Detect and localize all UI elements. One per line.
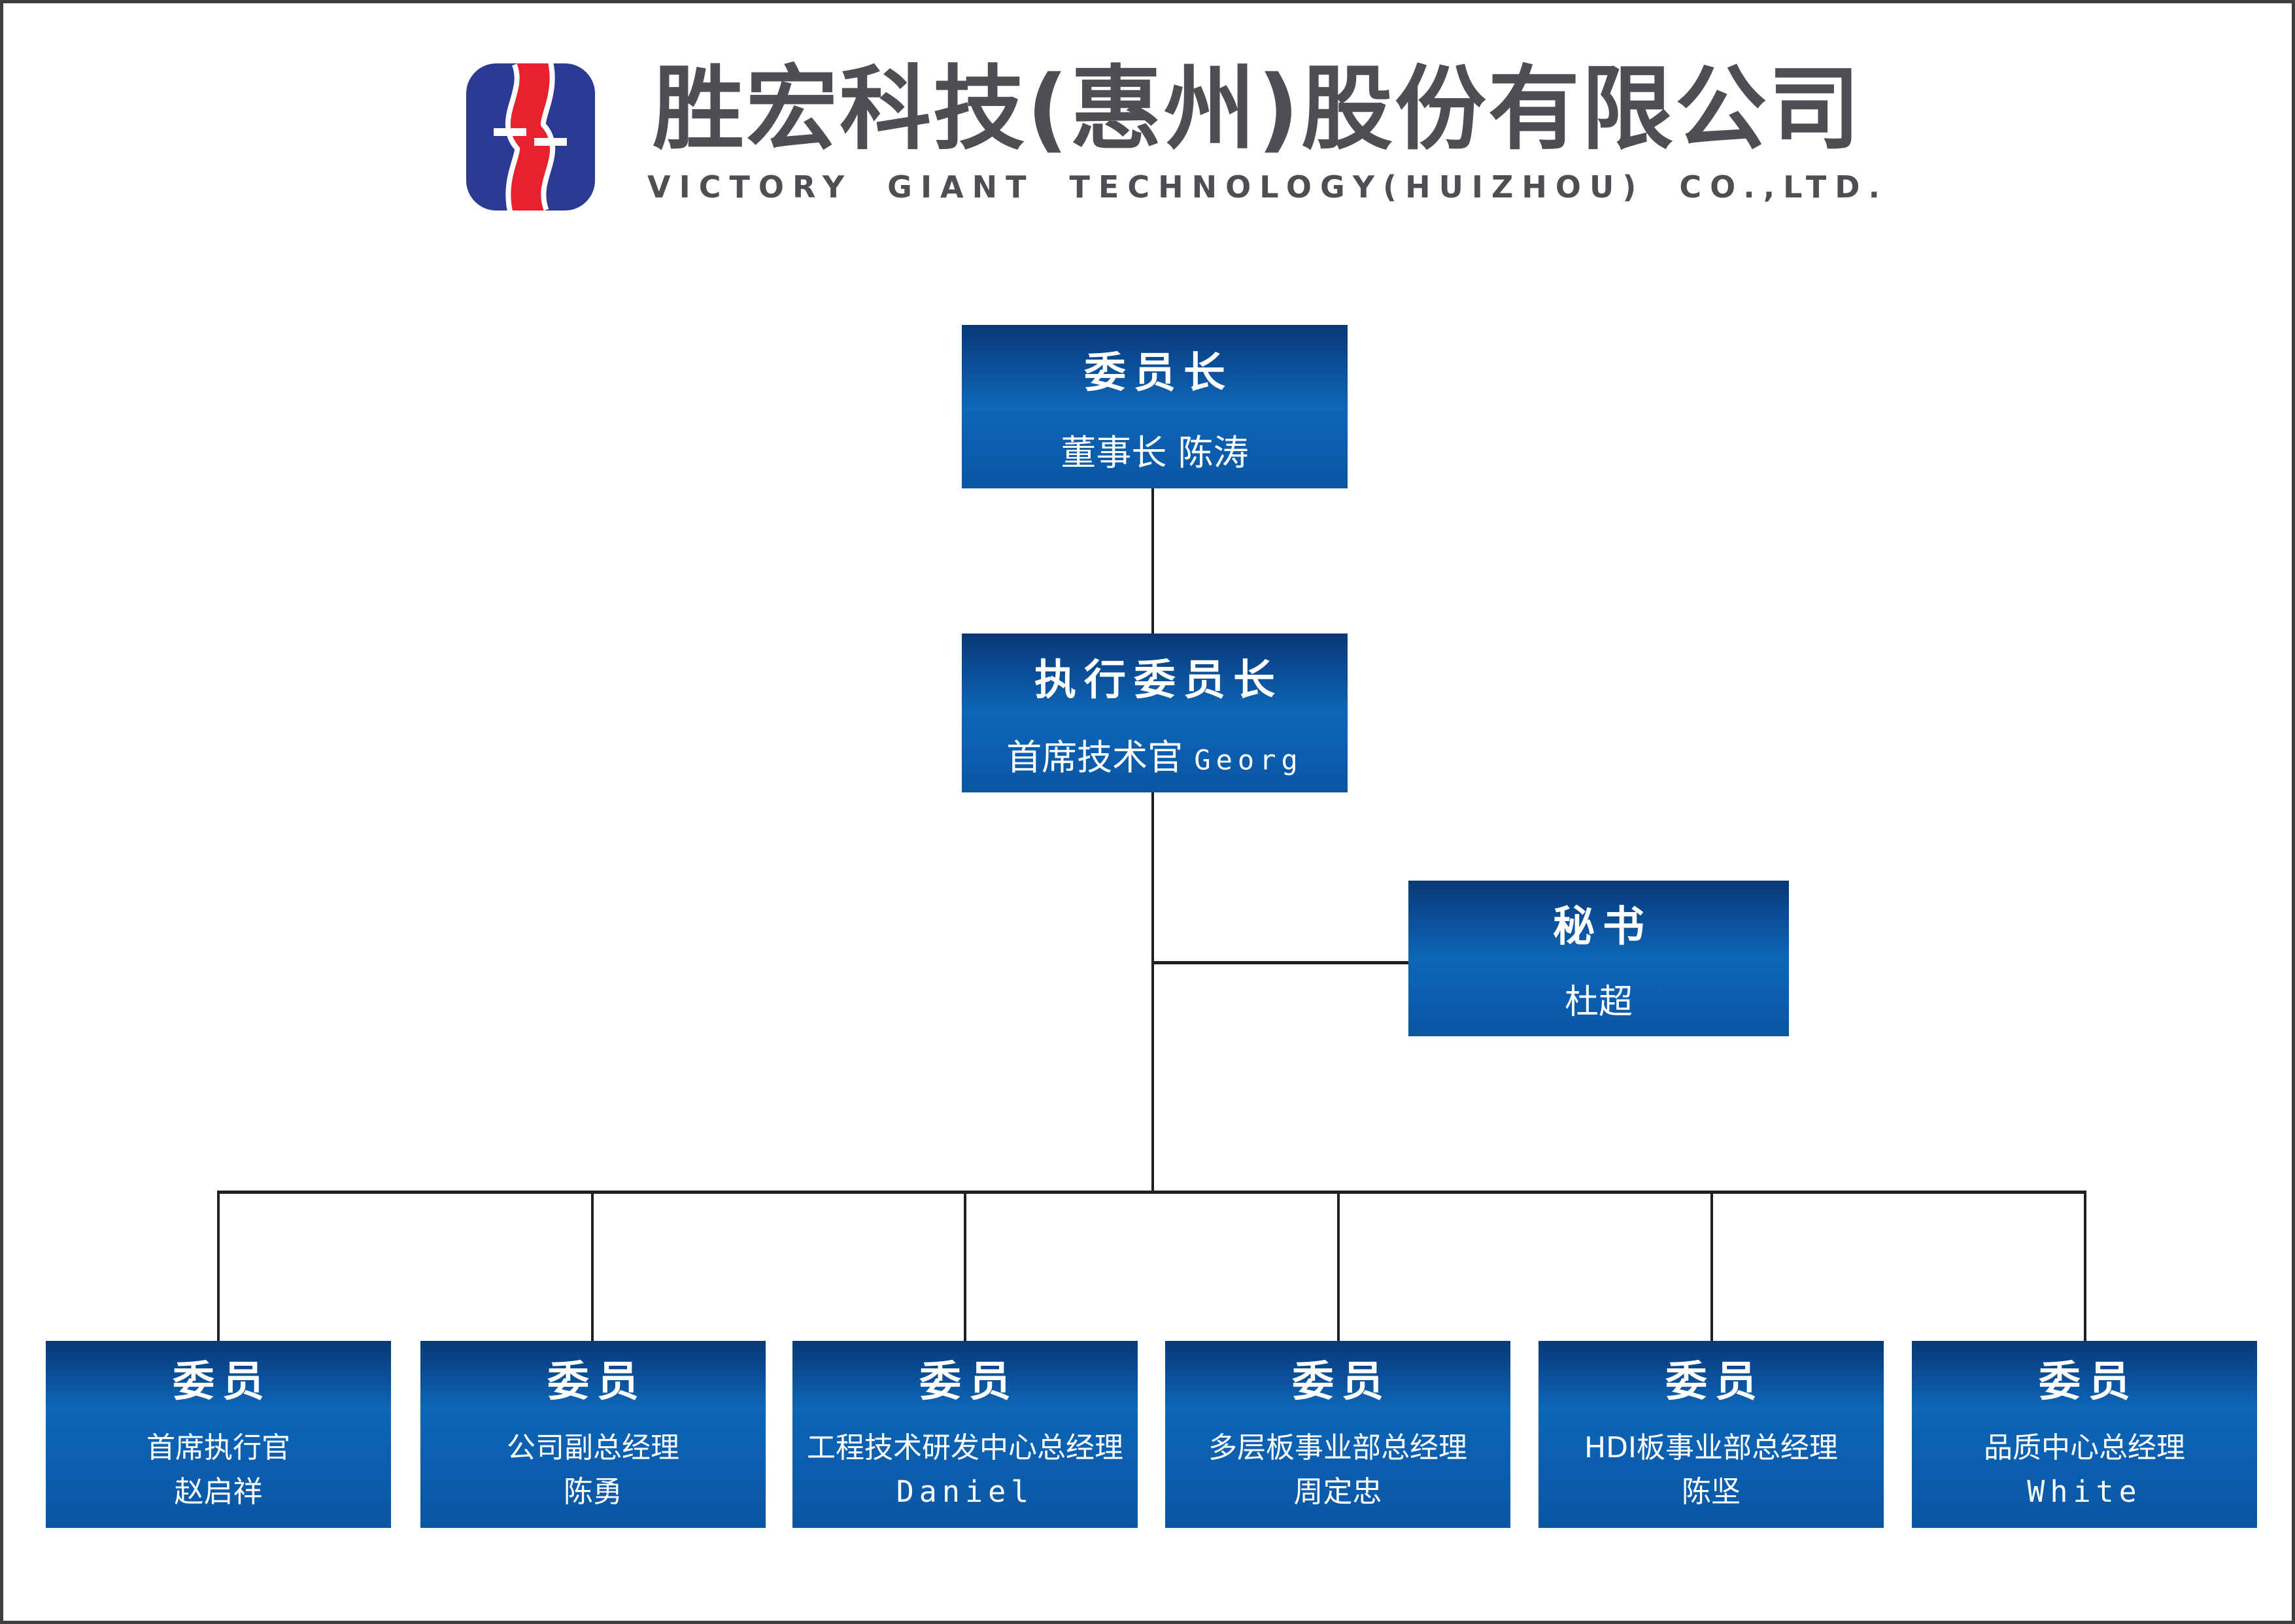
member-title: 委员 [1292, 1358, 1391, 1407]
member-title-area: 委员 [1912, 1341, 2257, 1412]
company-name-zh: 胜宏科技(惠州)股份有限公司 [653, 56, 1862, 163]
connector-drop-2 [591, 1191, 594, 1341]
connector-drop-4 [1337, 1191, 1340, 1341]
exec-title: 执行委员长 [1034, 656, 1283, 705]
org-box-chairman: 委员长 董事长 陈涛 [962, 325, 1348, 488]
connector-secretary-branch [1151, 961, 1408, 964]
company-name-en: VICTORY GIANT TECHNOLOGY(HUIZHOU) CO.,LT… [647, 169, 1888, 205]
company-logo-icon [466, 63, 595, 211]
member-subtitle-area: 公司副总经理 陈勇 [420, 1412, 766, 1528]
org-box-member-ceo: 委员 首席执行官 赵启祥 [46, 1341, 391, 1528]
member-subtitle-area: HDI板事业部总经理 陈坚 [1538, 1412, 1884, 1528]
org-box-executive-chairman: 执行委员长 首席技术官 Georg [962, 634, 1348, 792]
member-title-area: 委员 [46, 1341, 391, 1412]
member-role: 首席执行官 [146, 1430, 290, 1464]
member-role: 公司副总经理 [507, 1430, 679, 1464]
member-title: 委员 [173, 1358, 272, 1407]
member-title: 委员 [547, 1358, 647, 1407]
member-subtitle-area: 多层板事业部总经理 周定忠 [1165, 1412, 1510, 1528]
chairman-title-area: 委员长 [962, 325, 1348, 410]
secretary-title-area: 秘书 [1408, 881, 1789, 962]
member-role: 品质中心总经理 [1984, 1430, 2185, 1464]
org-box-member-rd-center-gm: 委员 工程技术研发中心总经理 Daniel [792, 1341, 1138, 1528]
member-title: 委员 [1665, 1358, 1765, 1407]
connector-chairman-to-exec [1151, 488, 1154, 634]
member-name: 陈勇 [563, 1474, 622, 1509]
company-title-block: 胜宏科技(惠州)股份有限公司 VICTORY GIANT TECHNOLOGY(… [647, 56, 1888, 205]
secretary-title: 秘书 [1553, 902, 1652, 951]
connector-exec-trunk [1151, 792, 1154, 1194]
chairman-subtitle: 董事长 陈涛 [1061, 431, 1249, 473]
connector-drop-1 [217, 1191, 220, 1341]
member-name: Daniel [896, 1474, 1034, 1509]
org-box-member-hdi-gm: 委员 HDI板事业部总经理 陈坚 [1538, 1341, 1884, 1528]
member-name: 陈坚 [1681, 1474, 1741, 1509]
connector-distribution-bar [217, 1191, 2086, 1194]
secretary-subtitle: 杜超 [1564, 983, 1633, 1023]
member-title-area: 委员 [1165, 1341, 1510, 1412]
org-box-member-multilayer-gm: 委员 多层板事业部总经理 周定忠 [1165, 1341, 1510, 1528]
member-title-area: 委员 [1538, 1341, 1884, 1412]
secretary-subtitle-area: 杜超 [1408, 961, 1789, 1036]
member-subtitle-area: 品质中心总经理 White [1912, 1412, 2257, 1528]
connector-drop-3 [964, 1191, 966, 1341]
member-title: 委员 [2039, 1358, 2138, 1407]
member-name: 周定忠 [1293, 1474, 1382, 1509]
org-box-member-quality-gm: 委员 品质中心总经理 White [1912, 1341, 2257, 1528]
member-subtitle-area: 工程技术研发中心总经理 Daniel [792, 1412, 1138, 1528]
connector-drop-5 [1710, 1191, 1713, 1341]
chairman-subtitle-area: 董事长 陈涛 [962, 410, 1348, 488]
exec-title-area: 执行委员长 [962, 634, 1348, 717]
member-role: HDI板事业部总经理 [1584, 1430, 1838, 1464]
member-title: 委员 [919, 1358, 1019, 1407]
member-title-area: 委员 [792, 1341, 1138, 1412]
chairman-title: 委员长 [1084, 349, 1233, 398]
member-role: 工程技术研发中心总经理 [807, 1430, 1123, 1464]
exec-subtitle-role: 首席技术官 [1006, 737, 1183, 779]
member-name: White [2027, 1474, 2142, 1509]
member-subtitle-area: 首席执行官 赵启祥 [46, 1412, 391, 1528]
member-role: 多层板事业部总经理 [1208, 1430, 1467, 1464]
exec-subtitle-area: 首席技术官 Georg [962, 716, 1348, 792]
exec-subtitle-name: Georg [1194, 744, 1303, 777]
org-box-secretary: 秘书 杜超 [1408, 881, 1789, 1036]
connector-drop-6 [2084, 1191, 2086, 1341]
member-title-area: 委员 [420, 1341, 766, 1412]
exec-subtitle: 首席技术官 Georg [1006, 728, 1303, 780]
member-name: 赵启祥 [174, 1474, 263, 1509]
org-box-member-deputy-gm: 委员 公司副总经理 陈勇 [420, 1341, 766, 1528]
